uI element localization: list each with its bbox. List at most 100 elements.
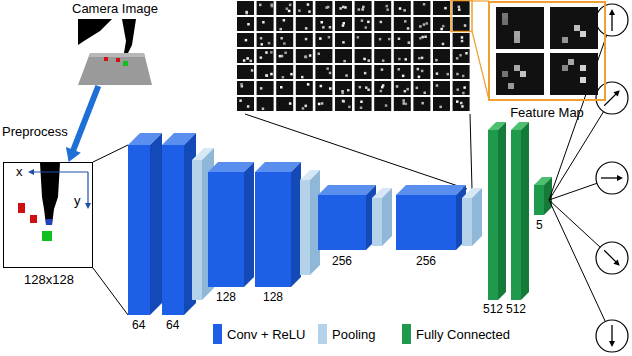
activation-dot	[408, 41, 411, 44]
layer-size: 512	[506, 302, 526, 316]
activation-dot	[457, 88, 460, 91]
activation-dot	[246, 57, 249, 60]
feature-cell	[355, 81, 372, 95]
activation-dot	[281, 55, 284, 58]
activation-dot	[266, 75, 269, 78]
feature-cell	[276, 17, 293, 31]
red-block	[116, 58, 120, 62]
activation-dot	[382, 59, 385, 62]
activation-dot	[321, 102, 324, 105]
activation-dot	[386, 8, 389, 11]
activation-dot	[286, 8, 289, 11]
feature-cell	[296, 1, 313, 15]
zoom-pixel	[514, 31, 520, 37]
layer-size: 64	[132, 318, 145, 332]
feature-cell	[237, 1, 254, 15]
feature-cell	[433, 81, 450, 95]
activation-dot	[381, 68, 384, 71]
activation-dot	[301, 76, 304, 79]
conv-block-side	[291, 162, 301, 287]
activation-dot	[436, 72, 439, 75]
feature-cell	[315, 49, 332, 63]
fc-block	[511, 130, 521, 300]
feature-cell	[374, 33, 391, 47]
feature-cell	[374, 49, 391, 63]
feature-cell	[374, 65, 391, 79]
zoom-pixel	[520, 71, 526, 77]
feature-cell	[237, 65, 254, 79]
activation-dot	[305, 27, 308, 30]
activation-dot	[322, 26, 325, 29]
output-circle	[596, 82, 628, 114]
feature-cell	[315, 33, 332, 47]
activation-dot	[328, 36, 331, 39]
layer-blocks	[128, 122, 552, 315]
feature-cell	[413, 33, 430, 47]
direction-arrowhead	[609, 341, 615, 347]
feature-grid	[237, 1, 489, 112]
activation-dot	[280, 37, 283, 40]
pool-block	[300, 180, 310, 275]
activation-dot	[462, 75, 465, 78]
red-block	[30, 215, 37, 223]
activation-dot	[270, 73, 273, 76]
feature-cell	[335, 97, 352, 111]
pool-block	[372, 198, 382, 246]
activation-dot	[243, 59, 246, 62]
feature-cell	[453, 17, 470, 31]
camera-picture	[78, 19, 152, 85]
zoom-pixel	[580, 31, 586, 37]
activation-dot	[318, 103, 321, 106]
activation-dot	[458, 8, 461, 11]
conv-block	[318, 195, 366, 250]
feature-cell	[413, 65, 430, 79]
direction-arrowhead	[613, 90, 619, 96]
feature-cell	[276, 49, 293, 63]
activation-dot	[456, 57, 459, 60]
activation-dot	[345, 74, 348, 77]
robot-arm	[122, 19, 136, 53]
feature-cell	[433, 17, 450, 31]
x-axis	[32, 171, 88, 172]
activation-dot	[436, 84, 439, 87]
activation-dot	[423, 23, 426, 26]
activation-dot	[423, 3, 426, 6]
feature-cell	[453, 97, 470, 111]
activation-dot	[305, 38, 308, 41]
feature-cell	[355, 65, 372, 79]
feature-cell	[433, 65, 450, 79]
feature-cell	[315, 17, 332, 31]
feature-cell	[237, 97, 254, 111]
activation-dot	[381, 86, 384, 89]
activation-dot	[464, 24, 467, 27]
layer-size: 512	[483, 302, 503, 316]
camera-ground	[78, 19, 152, 85]
activation-dot	[404, 90, 407, 93]
layer-size: 5	[536, 218, 543, 232]
activation-dot	[259, 4, 262, 7]
conv-block-top	[396, 185, 466, 195]
zoom-pixel	[514, 65, 520, 71]
activation-dot	[396, 85, 399, 88]
activation-dot	[456, 73, 459, 76]
activation-dot	[358, 8, 361, 11]
activation-dot	[418, 76, 421, 79]
activation-dot	[265, 74, 268, 77]
feature-cell	[257, 17, 274, 31]
gripper	[46, 219, 52, 225]
activation-dot	[435, 59, 438, 62]
zoom-highlight	[451, 1, 472, 32]
fc-block	[534, 185, 544, 215]
x-axis-head	[28, 169, 34, 175]
activation-dot	[440, 28, 443, 31]
activation-dot	[416, 87, 419, 90]
feature-cell	[315, 81, 332, 95]
activation-dot	[442, 25, 445, 28]
activation-dot	[403, 9, 406, 12]
activation-dot	[270, 51, 273, 54]
feature-cell	[276, 65, 293, 79]
feature-cell	[433, 49, 450, 63]
layer-size: 128	[216, 290, 236, 304]
feature-cell	[315, 65, 332, 79]
activation-dot	[368, 59, 371, 62]
